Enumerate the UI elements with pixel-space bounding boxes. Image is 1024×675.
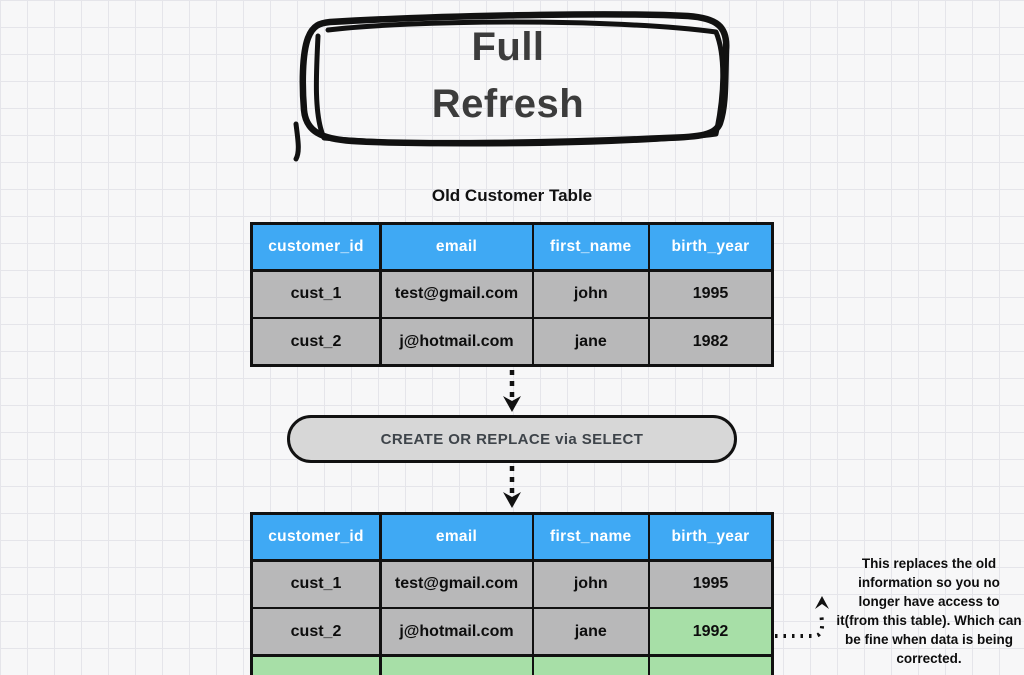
table-cell: test@gmail.com — [381, 271, 532, 317]
arrow-down-icon — [503, 466, 521, 508]
old-customer-table: customer_id email first_name birth_year … — [250, 222, 774, 367]
new-customer-table: customer_id email first_name birth_year … — [250, 512, 774, 675]
process-step-label: CREATE OR REPLACE via SELECT — [380, 430, 644, 448]
table-cell: 1995 — [650, 271, 771, 317]
column-header: email — [381, 515, 532, 559]
table-cell: jane — [534, 319, 648, 364]
old-table-label: Old Customer Table — [431, 186, 593, 205]
table-cell: cust_2 — [253, 609, 379, 654]
column-header: birth_year — [650, 225, 771, 269]
annotation-text: This replaces the old information so you… — [836, 556, 1022, 666]
table-cell: jane — [534, 609, 648, 654]
annotation-connector-icon — [775, 596, 829, 638]
table-cell-partial — [381, 656, 532, 675]
process-step: CREATE OR REPLACE via SELECT — [287, 415, 737, 463]
table-cell-partial — [253, 656, 379, 675]
table-cell: j@hotmail.com — [381, 609, 532, 654]
arrow-down-icon — [503, 370, 521, 412]
table-cell: cust_1 — [253, 271, 379, 317]
table-cell: cust_1 — [253, 561, 379, 607]
table-cell: john — [534, 271, 648, 317]
column-header: first_name — [534, 225, 648, 269]
highlighted-cell: 1992 — [650, 609, 771, 654]
table-cell: john — [534, 561, 648, 607]
table-cell: 1995 — [650, 561, 771, 607]
table-cell-partial — [534, 656, 648, 675]
title-line-1: Full — [471, 25, 545, 69]
column-header: birth_year — [650, 515, 771, 559]
table-cell: cust_2 — [253, 319, 379, 364]
title-block: Full Refresh — [270, 2, 746, 164]
column-header: customer_id — [253, 225, 379, 269]
column-header: first_name — [534, 515, 648, 559]
table-cell-partial — [650, 656, 771, 675]
title-line-2: Refresh — [431, 82, 585, 126]
column-header: email — [381, 225, 532, 269]
table-cell: j@hotmail.com — [381, 319, 532, 364]
column-header: customer_id — [253, 515, 379, 559]
page-title: Full Refresh — [270, 12, 746, 140]
table-cell: 1982 — [650, 319, 771, 364]
sketch-border-icon — [293, 11, 730, 162]
table-cell: test@gmail.com — [381, 561, 532, 607]
